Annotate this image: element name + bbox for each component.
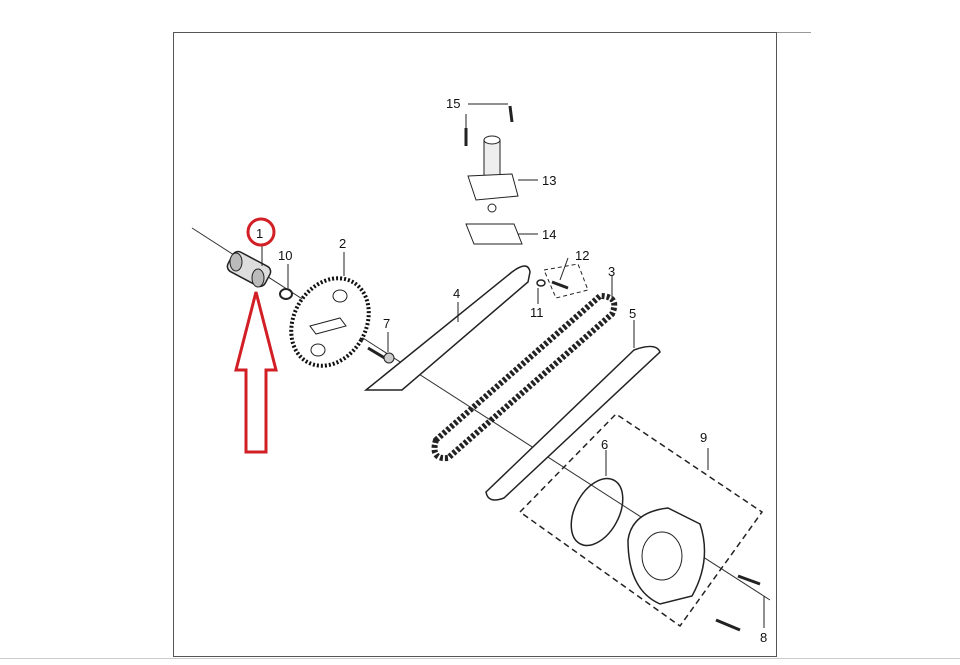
part-label-2: 2	[339, 236, 346, 251]
bolt-7	[367, 346, 395, 364]
bolt-8-upper	[737, 574, 761, 586]
part-label-7: 7	[383, 316, 390, 331]
part-label-1: 1	[256, 226, 263, 241]
washer	[279, 288, 293, 300]
part-label-14: 14	[542, 227, 556, 242]
part-label-3: 3	[608, 264, 615, 279]
diagram-frame	[173, 32, 777, 657]
part-label-15: 15	[446, 96, 460, 111]
o-ring	[570, 477, 624, 547]
part-label-6: 6	[601, 437, 608, 452]
part-label-9: 9	[700, 430, 707, 445]
bolt-12-group	[543, 263, 589, 299]
chain-tensioner-guide	[363, 265, 531, 391]
leader-lines	[261, 103, 765, 628]
camshaft	[226, 250, 272, 288]
bolt-12	[551, 280, 569, 290]
chain-guide	[485, 345, 661, 501]
washer-11	[536, 279, 546, 287]
page-bottom-line	[0, 658, 960, 659]
highlight-arrow-icon	[234, 291, 278, 454]
timing-chain	[431, 292, 618, 462]
pivot-bracket	[467, 135, 519, 213]
gasket	[465, 223, 523, 245]
part-label-12: 12	[575, 248, 589, 263]
part-label-13: 13	[542, 173, 556, 188]
sprocket	[289, 276, 371, 368]
part-label-11: 11	[530, 305, 544, 320]
part-label-4: 4	[453, 286, 460, 301]
frame-top-line	[777, 32, 811, 33]
part-label-10: 10	[278, 248, 292, 263]
highlight-circle	[246, 217, 276, 247]
bolt-8-lower	[715, 618, 741, 632]
screw-15-right	[508, 105, 514, 123]
pump-assembly-box	[518, 413, 764, 628]
part-label-8: 8	[760, 630, 767, 645]
pump-housing	[627, 507, 706, 605]
part-label-5: 5	[629, 306, 636, 321]
